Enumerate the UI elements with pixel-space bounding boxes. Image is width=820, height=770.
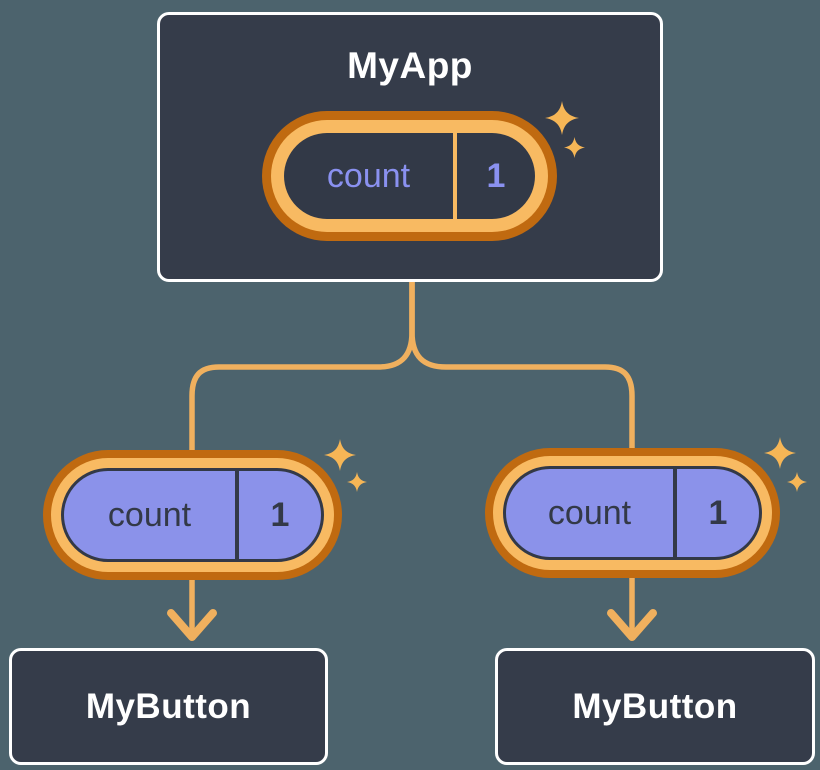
state-value-label: 1 [270, 495, 290, 534]
node-mybutton-title: MyButton [572, 686, 738, 726]
state-pill-body: count 1 [61, 468, 324, 562]
state-pill-mybutton-right: count 1 [485, 448, 780, 578]
state-pill-mybutton-left: count 1 [43, 450, 342, 580]
sparkle-icon [764, 437, 796, 469]
sparkle-icon [324, 439, 356, 471]
state-name-label: count [547, 493, 632, 532]
state-name-label: count [326, 156, 411, 195]
state-pill-ring: count 1 [51, 458, 334, 572]
sparkle-icon [564, 137, 585, 158]
arrow-down-icon [167, 609, 217, 641]
node-mybutton-title: MyButton [85, 686, 252, 726]
state-pill-body: count 1 [284, 133, 535, 219]
sparkle-icon [545, 101, 579, 135]
branch-line-right [409, 278, 635, 637]
node-mybutton-right: MyButton [495, 648, 815, 765]
sparkle-icon [787, 472, 807, 492]
state-name-label: count [107, 495, 192, 534]
arrow-down-icon [607, 609, 657, 641]
sparkle-icon [347, 472, 367, 492]
state-pill-divider [235, 471, 239, 559]
state-pill-divider [673, 469, 677, 557]
state-value-label: 1 [486, 156, 506, 195]
state-pill-myapp: count 1 [262, 111, 557, 241]
state-pill-ring: count 1 [271, 120, 548, 232]
state-pill-ring: count 1 [493, 456, 772, 570]
state-pill-body: count 1 [503, 466, 762, 560]
node-myapp-title: MyApp [347, 45, 473, 86]
node-mybutton-left: MyButton [9, 648, 328, 765]
branch-line-left [189, 278, 415, 637]
state-value-label: 1 [708, 493, 728, 532]
state-pill-divider [453, 133, 457, 219]
